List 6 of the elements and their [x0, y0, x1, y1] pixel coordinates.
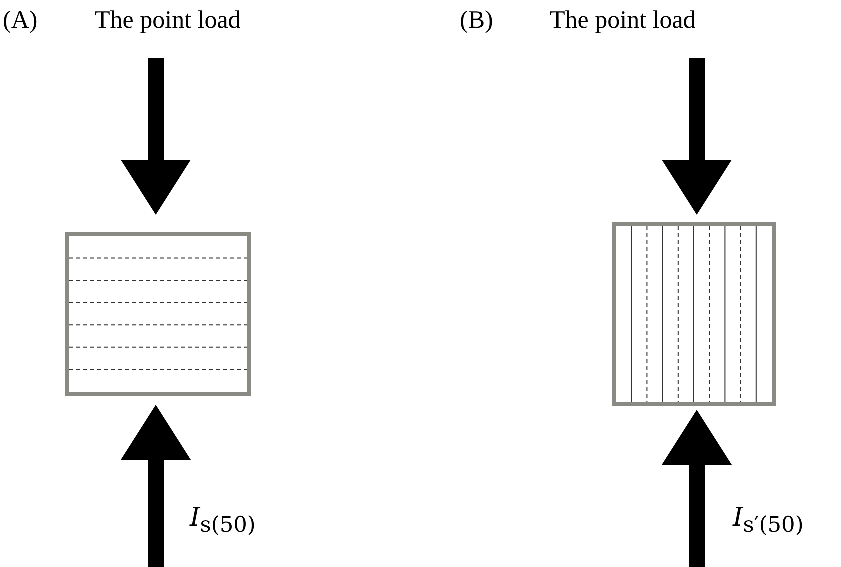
parameter-symbol: I$_{s′(50)}$	[733, 505, 804, 537]
panel-letter: (B)	[460, 8, 494, 33]
caption-text: The point load	[550, 8, 696, 33]
caption-text: The point load	[95, 8, 241, 33]
panel-letter: (A)	[3, 8, 38, 33]
parameter-symbol: I$_{s(50)}$	[190, 505, 256, 537]
